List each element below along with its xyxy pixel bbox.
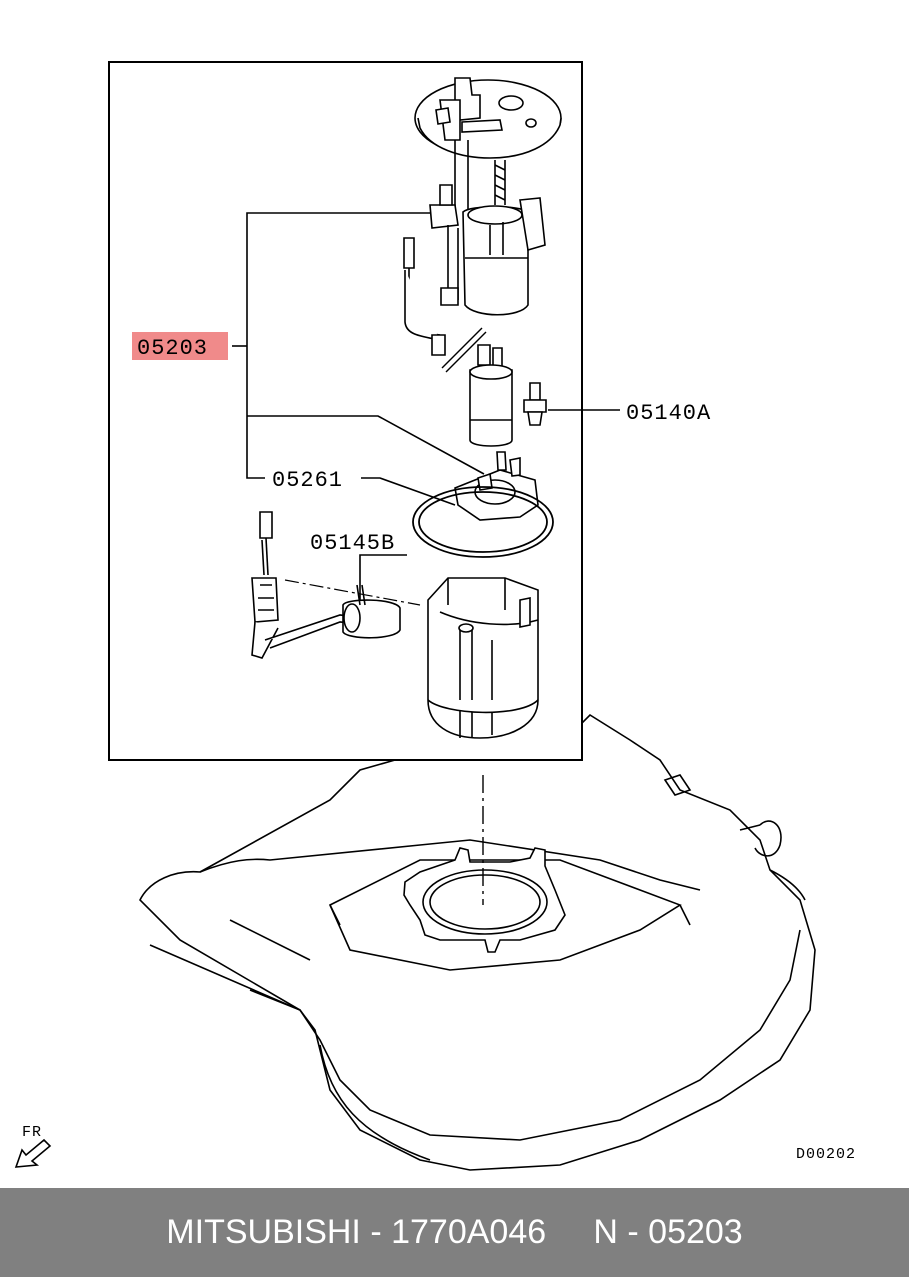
pump-bracket: [454, 451, 539, 521]
highlight-callout-bg: [132, 332, 228, 360]
brand-name: MITSUBISHI: [166, 1213, 361, 1251]
fuel-pump-exploded-diagram: 05203 05140A 05261 05145B FR D00202: [14, 61, 856, 1171]
spacer: [546, 1213, 593, 1252]
sender-alignment-line: [284, 579, 421, 606]
callout-05140A: 05140A: [626, 401, 711, 426]
pump-module-flange: [414, 77, 562, 159]
fuel-pump: [469, 344, 513, 447]
drawing-code: D00202: [796, 1146, 856, 1163]
reference-prefix: N: [593, 1213, 618, 1251]
reference-number: 05203: [648, 1213, 743, 1251]
module-wire-harness: [403, 237, 446, 356]
fuel-tank: [139, 713, 816, 1171]
callout-05145B: 05145B: [310, 531, 395, 556]
part-number: 1770A046: [391, 1213, 547, 1251]
fuel-reservoir-cup: [427, 577, 539, 739]
leader-lines: [232, 212, 620, 600]
separator: -: [617, 1213, 649, 1251]
front-direction-arrow-icon: [14, 1138, 52, 1168]
part-info-footer: MITSUBISHI - 1770A046 N - 05203: [0, 1188, 909, 1277]
tank-opening-retainer: [403, 847, 566, 953]
callout-05203: 05203: [137, 336, 208, 361]
pump-module-body: [429, 140, 546, 316]
direction-label: FR: [22, 1124, 42, 1141]
gasket-ring: [412, 486, 554, 558]
fuel-level-sender: [251, 511, 401, 659]
pump-wiring-break: [441, 327, 487, 373]
pressure-regulator-bolt: [523, 382, 547, 426]
front-direction-indicator: FR: [14, 1124, 52, 1168]
separator: -: [360, 1213, 392, 1251]
callout-05261: 05261: [272, 468, 343, 493]
